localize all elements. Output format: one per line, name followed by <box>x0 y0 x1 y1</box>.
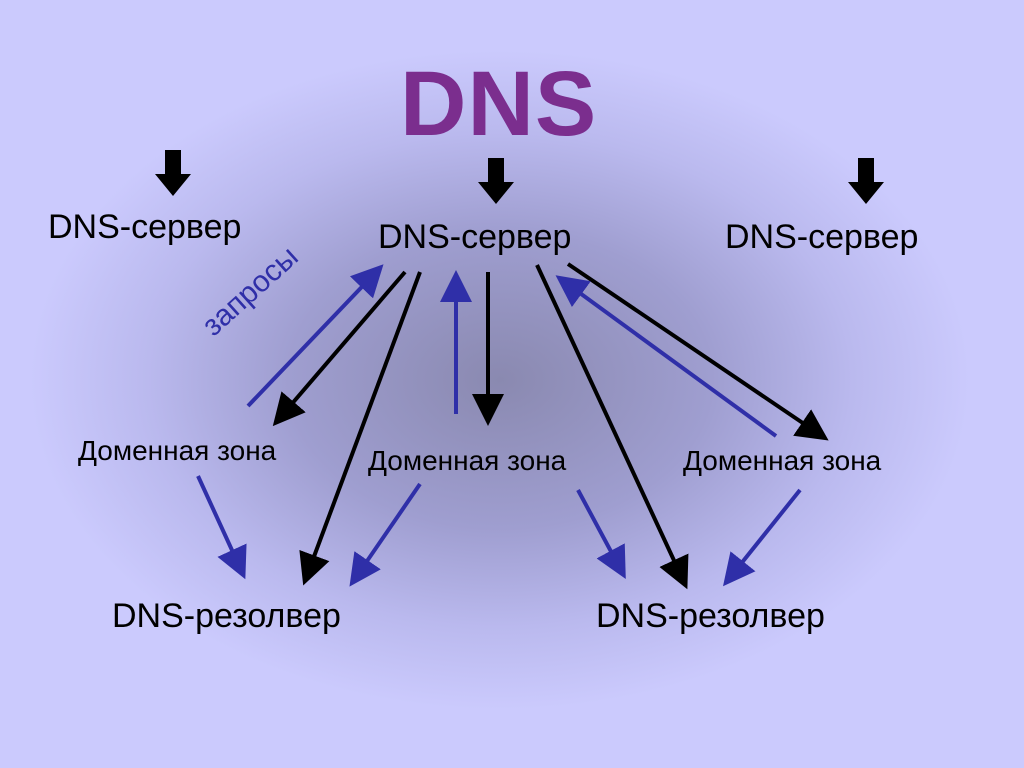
dns-server-center: DNS-сервер <box>378 218 572 256</box>
thick-down-arrow-right <box>848 158 884 204</box>
arrow-server-to-zone-left <box>272 270 407 427</box>
zone-center-to-resolver-left <box>349 482 422 587</box>
dns-resolver-left: DNS-резолвер <box>112 597 341 635</box>
domain-zone-right: Доменная зона <box>683 445 882 476</box>
dns-resolver-right: DNS-резолвер <box>596 597 825 635</box>
arrow-server-to-zone-right <box>566 262 829 441</box>
query-arrow-left <box>246 264 384 408</box>
zone-left-to-resolver-left <box>196 475 247 580</box>
dns-server-left: DNS-сервер <box>48 208 242 246</box>
query-arrow-right <box>555 275 778 438</box>
arrow-server-to-resolver-right <box>535 264 689 590</box>
thick-down-arrow-left <box>155 150 191 196</box>
domain-zone-left: Доменная зона <box>78 435 277 466</box>
arrow-server-to-resolver-left <box>299 271 422 586</box>
dns-server-right: DNS-сервер <box>725 218 919 256</box>
thick-down-arrow-center <box>478 158 514 204</box>
domain-zone-center: Доменная зона <box>368 445 567 476</box>
slide-title: DNS <box>400 53 598 155</box>
zone-right-to-resolver-right <box>723 488 802 587</box>
zone-center-to-resolver-right <box>576 489 626 580</box>
